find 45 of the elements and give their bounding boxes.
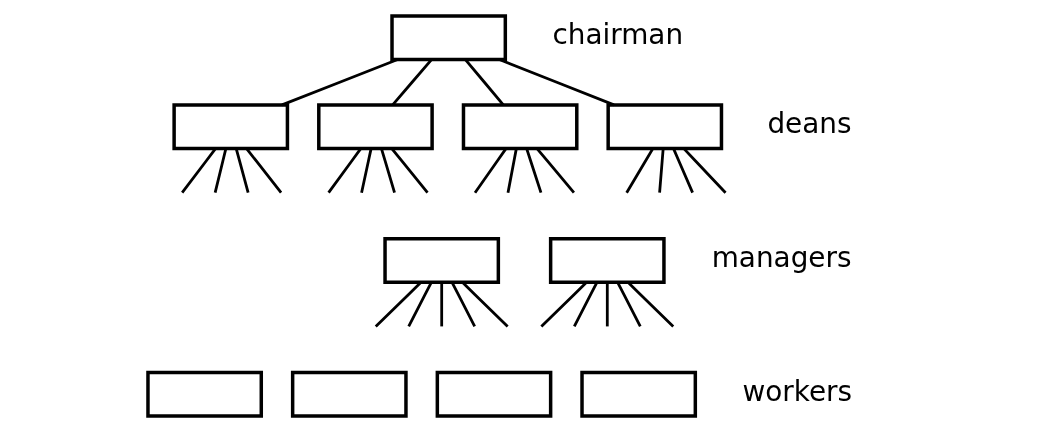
node-box bbox=[171, 103, 289, 151]
node-label: workers bbox=[741, 374, 852, 408]
connector bbox=[498, 58, 614, 107]
node-box bbox=[435, 370, 552, 418]
node-box bbox=[290, 370, 408, 418]
connector bbox=[234, 148, 249, 194]
connector bbox=[605, 282, 609, 327]
connector bbox=[671, 148, 694, 194]
connector bbox=[406, 281, 432, 328]
connector bbox=[616, 281, 641, 328]
connector bbox=[624, 148, 654, 194]
connector bbox=[326, 148, 362, 194]
node-box bbox=[579, 370, 697, 418]
connector bbox=[281, 58, 398, 107]
connector bbox=[626, 281, 674, 328]
node-label: managers bbox=[711, 241, 852, 275]
node-label: chairman bbox=[551, 18, 683, 52]
node-box bbox=[548, 236, 666, 284]
connector bbox=[213, 148, 227, 193]
connector bbox=[473, 148, 507, 194]
node-box bbox=[316, 103, 434, 151]
connector bbox=[572, 281, 598, 328]
connector bbox=[682, 147, 727, 194]
connector bbox=[539, 281, 587, 328]
connector bbox=[461, 281, 509, 328]
node-box bbox=[145, 370, 263, 418]
connector bbox=[524, 148, 542, 194]
node-box bbox=[382, 236, 500, 284]
connector bbox=[506, 148, 518, 193]
node-box bbox=[605, 103, 723, 151]
connector bbox=[390, 148, 429, 194]
connector bbox=[245, 148, 282, 194]
node-box bbox=[389, 14, 507, 62]
connector bbox=[464, 58, 504, 106]
node-label: deans bbox=[766, 107, 852, 141]
node-box bbox=[461, 103, 579, 151]
connector bbox=[657, 148, 665, 193]
connector bbox=[535, 147, 575, 194]
connector bbox=[359, 148, 372, 193]
connector bbox=[391, 58, 432, 106]
connector bbox=[379, 148, 396, 194]
connector bbox=[374, 281, 422, 328]
connector bbox=[450, 281, 476, 328]
connector bbox=[180, 148, 216, 194]
connector bbox=[439, 282, 443, 327]
